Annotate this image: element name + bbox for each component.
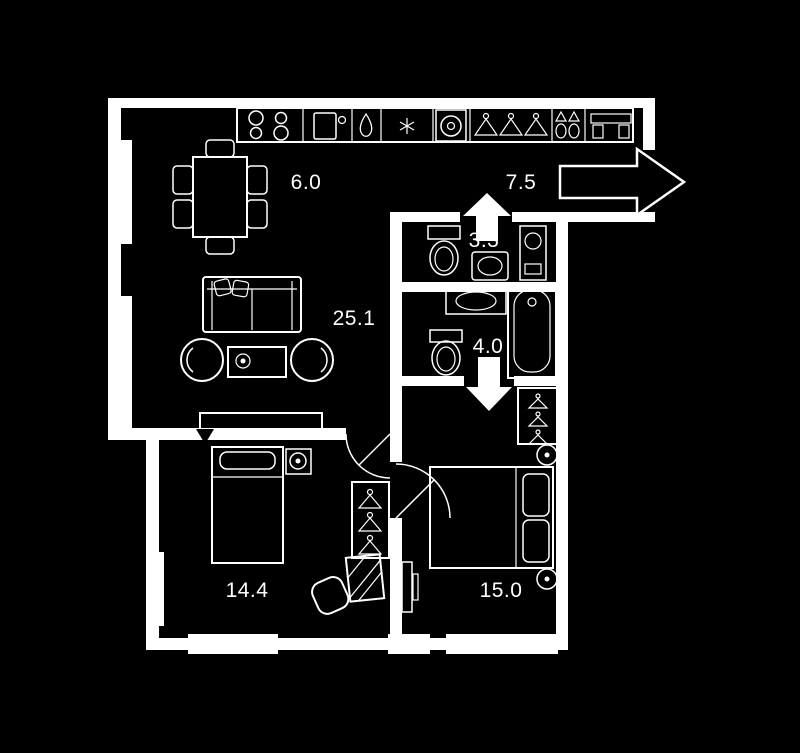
coat-hanger-icon [473, 112, 549, 136]
bench-icon [590, 113, 632, 139]
room-area-toilet: 3.3 [469, 229, 500, 252]
washing-machine-icon [435, 109, 467, 142]
coat-hanger-icon [535, 429, 541, 435]
coat-hanger-icon [535, 393, 541, 399]
dining-chair [172, 199, 194, 229]
door-arrow-toilet-icon [463, 193, 511, 241]
wall-interior-vertical-lower [390, 518, 402, 650]
bedside-lamp [536, 568, 558, 590]
coat-hanger-icon [366, 511, 374, 519]
bedside-lamp [536, 444, 558, 466]
wall-toilet-top-left [402, 212, 460, 222]
bedroom-left-furniture [211, 446, 390, 615]
pillow [219, 451, 276, 470]
coat-hanger-icon [366, 534, 374, 542]
coat-hanger-icon [357, 540, 383, 555]
snowflake-icon [399, 118, 415, 134]
wall-entrance-bottom [556, 212, 655, 222]
dining-table [192, 156, 248, 238]
wall-living-bedroom [146, 428, 346, 440]
toilet-icon [427, 225, 461, 276]
counter-outline [236, 107, 634, 143]
windows [110, 140, 558, 654]
room-area-bathroom: 4.0 [473, 335, 504, 358]
door-swing-living [345, 433, 391, 479]
coat-hanger-icon [527, 398, 549, 409]
bedside-table [285, 448, 312, 475]
window-left-upper [110, 140, 132, 244]
bathroom-sink-icon [445, 287, 507, 315]
window-bottom-3 [446, 634, 558, 654]
pillow [522, 473, 550, 517]
toilet-room-fixtures [427, 225, 547, 281]
room-area-hallway: 7.5 [506, 171, 537, 194]
living-room-furniture [180, 276, 334, 444]
tv-icon [196, 429, 214, 444]
coat-hanger-icon [357, 517, 383, 532]
bedroom-tv [401, 561, 419, 613]
washbasin-icon [471, 251, 509, 281]
wall-bath-bottom-left [402, 376, 464, 386]
dining-chair [205, 139, 235, 158]
armchair-left [180, 338, 224, 382]
wall-bath-bottom-right [514, 376, 568, 386]
water-drop-icon [359, 112, 373, 137]
stove-burners-icon [248, 110, 289, 141]
room-area-living: 25.1 [333, 307, 376, 330]
lamp-icon [289, 452, 307, 470]
tv-console [199, 412, 323, 430]
window-bedroom-left [148, 552, 164, 626]
desk [344, 553, 386, 603]
wardrobe-right [517, 387, 559, 445]
wall-right-upper [643, 98, 655, 150]
bathroom-toilet-icon [429, 329, 463, 376]
double-bed [429, 466, 554, 569]
armchair-right [290, 338, 334, 382]
sofa-pillow [213, 278, 232, 297]
room-area-kitchen-dining: 6.0 [291, 171, 322, 194]
window-bottom-2 [388, 634, 430, 654]
wall-right-main [556, 212, 568, 650]
shoes-icon [554, 110, 581, 139]
coat-hanger-icon [527, 434, 549, 445]
dining-chair [246, 165, 268, 195]
desk-chair [311, 576, 350, 615]
pillow [522, 519, 550, 563]
single-bed [211, 446, 284, 564]
coat-hanger-icon [527, 416, 549, 427]
bathtub-icon [507, 283, 557, 379]
door-arrow-bathroom-icon [466, 357, 512, 411]
coffee-table [227, 346, 287, 378]
dining-chair [246, 199, 268, 229]
kitchen-counter [236, 107, 634, 143]
coat-hanger-icon [366, 488, 374, 496]
wall-interior-vertical-upper [390, 212, 402, 462]
doors [345, 146, 687, 519]
dining-chair [172, 165, 194, 195]
wall-top [108, 98, 655, 108]
sofa [202, 276, 302, 333]
wall-toilet-bottom [402, 282, 556, 292]
sofa-pillow [231, 279, 250, 298]
coat-hanger-icon [357, 494, 383, 509]
dining-chair [205, 236, 235, 255]
dining-set [172, 139, 268, 255]
room-area-bedroom-left: 14.4 [226, 579, 269, 602]
window-bottom-1 [188, 634, 278, 654]
room-labels: 6.0 7.5 3.3 25.1 4.0 14.4 15.0 [226, 171, 537, 602]
entrance-arrow-icon [558, 146, 687, 218]
window-left-lower [110, 296, 132, 432]
room-area-bedroom-right: 15.0 [480, 579, 523, 602]
wardrobe-left [351, 481, 390, 559]
coat-hanger-icon [535, 411, 541, 417]
door-swing-bedroom-right [395, 463, 451, 519]
wall-toilet-top-right [512, 212, 556, 222]
kitchen-sink-icon [313, 112, 347, 140]
water-heater-icon [519, 225, 547, 281]
bedroom-right-furniture [401, 387, 559, 613]
bathroom-fixtures [429, 283, 557, 379]
